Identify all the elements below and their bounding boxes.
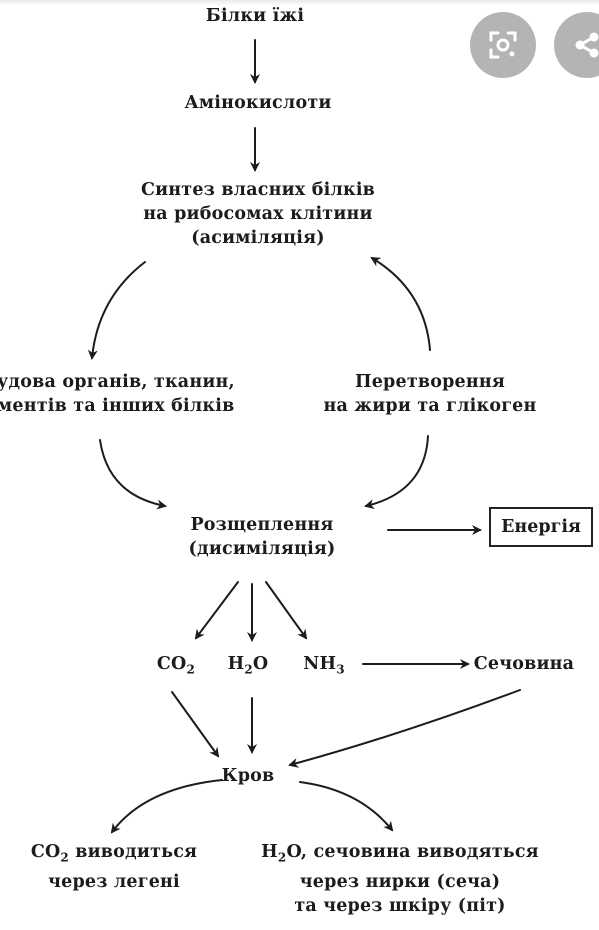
arrow-breakdown-to-co2 <box>194 581 239 640</box>
node-blood-text: Кров <box>221 766 275 786</box>
arrow-blood-to-h2oout <box>299 781 394 832</box>
node-h2o-sub: 2 <box>244 662 253 677</box>
node-synthesis-line1: Синтез власних білків <box>140 180 376 200</box>
node-amino-acids: Амінокислоти <box>184 91 331 115</box>
node-h2o-out-pre: H <box>261 842 278 862</box>
node-urea-text: Сечовина <box>473 654 575 674</box>
node-co2-out-sub: 2 <box>60 850 69 865</box>
node-h2o-post: O <box>252 654 269 674</box>
node-h2o-out-line3: та через шкіру (піт) <box>294 895 506 916</box>
node-nh3: NH3 <box>303 652 345 682</box>
node-synthesis-line2: на рибосомах клітини <box>143 204 373 224</box>
node-breakdown-line1: Розщеплення <box>190 515 334 535</box>
node-food-proteins-text: Білки їжі <box>205 6 305 26</box>
arrow-building-to-breakdown <box>99 439 167 510</box>
node-conversion-line2: на жири та глікоген <box>323 396 537 416</box>
share-button[interactable] <box>554 12 599 78</box>
node-co2-out-line2: через легені <box>48 871 180 892</box>
arrow-conversion-to-synthesis <box>370 256 431 351</box>
node-synthesis-line3: (асиміляція) <box>191 228 325 248</box>
node-h2o-out-line1: H2O, сечовина виводяться <box>261 840 539 870</box>
node-building: удова органів, тканин, ментів та інших б… <box>0 370 235 418</box>
arrow-conversion-to-breakdown <box>364 435 429 510</box>
node-breakdown: Розщеплення (дисиміляція) <box>188 513 335 561</box>
node-synthesis: Синтез власних білків на рибосомах кліти… <box>141 178 375 250</box>
node-building-line1: удова органів, тканин, <box>0 372 235 392</box>
node-blood: Кров <box>222 764 275 788</box>
node-nh3-base: NH <box>303 654 337 674</box>
node-nh3-sub: 3 <box>336 662 345 677</box>
node-co2-out-post: виводиться <box>68 842 198 862</box>
node-co2-out-pre: CO <box>30 842 61 862</box>
node-breakdown-line2: (дисиміляція) <box>188 539 336 559</box>
node-h2o-pre: H <box>227 654 245 674</box>
node-h2o: H2O <box>228 652 269 682</box>
node-conversion: Перетворення на жири та глікоген <box>324 370 537 418</box>
node-h2o-out-sub: 2 <box>277 850 287 865</box>
node-co2-out: CO2 виводиться через легені <box>31 840 197 894</box>
node-conversion-line1: Перетворення <box>354 372 506 392</box>
top-strip <box>0 0 599 6</box>
node-co2: CO2 <box>157 652 195 682</box>
node-co2-base: CO <box>156 654 187 674</box>
node-amino-acids-text: Амінокислоти <box>184 93 332 113</box>
node-energy: Енергія <box>489 507 593 547</box>
arrow-synthesis-to-building <box>87 261 146 360</box>
node-h2o-out-line2: через нирки (сеча) <box>299 871 501 892</box>
share-icon <box>575 32 599 58</box>
lens-search-button[interactable] <box>470 12 536 78</box>
arrow-co2-to-blood <box>171 691 220 758</box>
arrow-urea-to-blood <box>288 689 521 768</box>
node-urea: Сечовина <box>474 652 574 676</box>
node-building-line2: ментів та інших білків <box>0 396 235 416</box>
arrow-blood-to-co2out <box>110 779 223 834</box>
lens-search-icon <box>489 31 517 59</box>
node-h2o-out-post: O, сечовина виводяться <box>286 842 539 862</box>
node-co2-sub: 2 <box>186 662 196 677</box>
node-h2o-out: H2O, сечовина виводяться через нирки (се… <box>261 840 539 918</box>
arrow-breakdown-to-nh3 <box>265 581 308 640</box>
node-co2-out-line1: CO2 виводиться <box>31 840 197 870</box>
node-food-proteins: Білки їжі <box>206 4 304 28</box>
